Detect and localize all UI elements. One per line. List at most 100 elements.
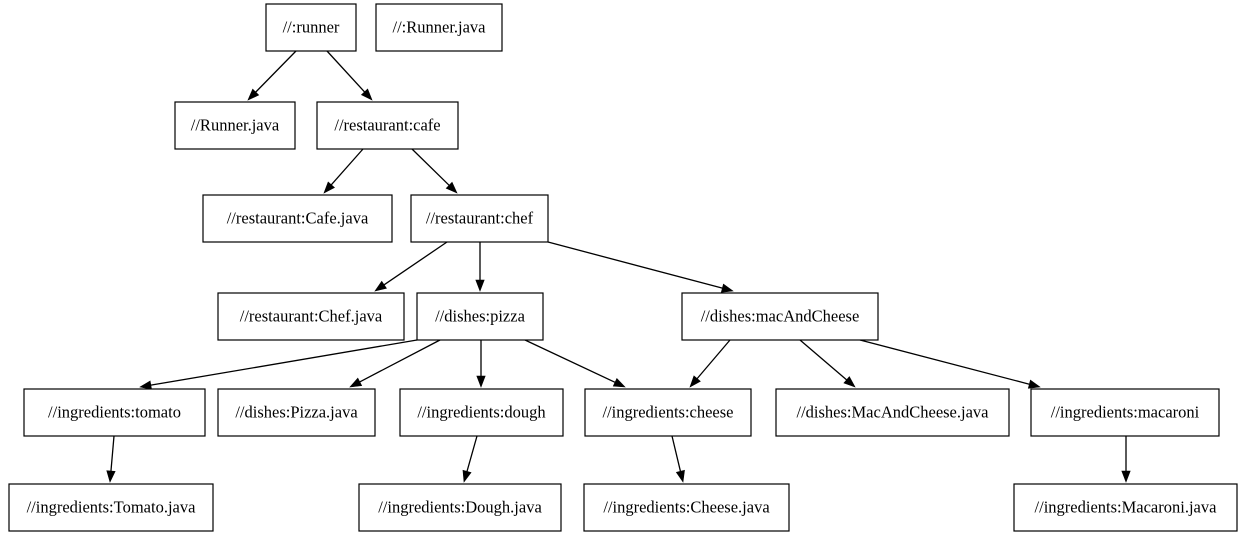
graph-edge	[323, 148, 364, 194]
graph-node-runner[interactable]: //:runner	[265, 3, 357, 52]
edge-line	[696, 339, 731, 380]
node-label: //ingredients:Cheese.java	[603, 497, 770, 516]
node-box[interactable]	[265, 3, 357, 52]
node-box[interactable]	[316, 101, 459, 150]
node-box[interactable]	[775, 388, 1010, 437]
graph-node-dishes_pizza_java[interactable]: //dishes:Pizza.java	[217, 388, 376, 437]
edge-line	[110, 435, 115, 472]
graph-node-ingredients_cheese[interactable]: //ingredients:cheese	[584, 388, 752, 437]
node-label: //dishes:MacAndCheese.java	[797, 402, 990, 421]
node-box[interactable]	[8, 483, 214, 532]
node-box[interactable]	[583, 483, 790, 532]
node-box[interactable]	[1013, 483, 1238, 532]
graph-node-restaurant_cafe[interactable]: //restaurant:cafe	[316, 101, 459, 150]
node-label: //:runner	[283, 17, 340, 36]
graph-edge	[689, 339, 731, 388]
node-label: //dishes:Pizza.java	[235, 402, 358, 421]
graph-nodes: //:runner //:Runner.java //Runner.java //re…	[8, 3, 1238, 532]
graph-edge	[475, 242, 485, 292]
graph-node-ingredients_dough_java[interactable]: //ingredients:Dough.java	[358, 483, 562, 532]
node-label: //restaurant:Chef.java	[240, 306, 383, 325]
node-box[interactable]	[23, 388, 206, 437]
edge-arrowhead	[106, 470, 116, 483]
node-label: //:Runner.java	[392, 17, 486, 36]
graph-edge	[671, 435, 685, 483]
graph-node-dishes_macandcheese[interactable]: //dishes:macAndCheese	[681, 292, 879, 341]
edge-line	[799, 339, 848, 381]
edge-line	[671, 435, 682, 472]
edge-line	[383, 241, 448, 286]
edge-line	[859, 339, 1030, 385]
graph-node-ingredients_tomato[interactable]: //ingredients:tomato	[23, 388, 206, 437]
graph-edge	[524, 339, 626, 388]
node-label: //ingredients:macaroni	[1051, 402, 1200, 421]
edge-line	[255, 50, 297, 93]
node-box[interactable]	[584, 388, 752, 437]
graph-edge	[326, 50, 373, 101]
node-box[interactable]	[399, 388, 564, 437]
graph-node-ingredients_macaroni[interactable]: //ingredients:macaroni	[1030, 388, 1220, 437]
edge-arrowhead	[612, 377, 626, 388]
node-box[interactable]	[217, 292, 405, 341]
edge-line	[466, 435, 478, 472]
graph-edges	[106, 50, 1131, 483]
graph-node-restaurant_cafe_java[interactable]: //restaurant:Cafe.java	[202, 194, 393, 243]
graph-node-ingredients_tomato_java[interactable]: //ingredients:Tomato.java	[8, 483, 214, 532]
node-box[interactable]	[358, 483, 562, 532]
node-label: //ingredients:Tomato.java	[27, 497, 197, 516]
edge-arrowhead	[475, 279, 485, 292]
graph-node-ingredients_macaroni_java[interactable]: //ingredients:Macaroni.java	[1013, 483, 1238, 532]
graph-edge	[476, 340, 486, 388]
edge-line	[411, 148, 450, 186]
edge-arrowhead	[349, 377, 363, 388]
node-label: //restaurant:Cafe.java	[227, 208, 369, 227]
graph-edge	[859, 339, 1041, 389]
node-box[interactable]	[217, 388, 376, 437]
graph-node-ingredients_cheese_java[interactable]: //ingredients:Cheese.java	[583, 483, 790, 532]
graph-node-dishes_pizza[interactable]: //dishes:pizza	[416, 292, 544, 341]
edge-arrowhead	[1027, 379, 1041, 389]
graph-edge	[139, 339, 418, 390]
graph-edge	[374, 241, 448, 292]
graph-edge	[349, 339, 441, 388]
edge-arrowhead	[476, 375, 486, 388]
node-label: //ingredients:tomato	[48, 402, 181, 421]
edge-arrowhead	[675, 469, 685, 483]
node-box[interactable]	[1030, 388, 1220, 437]
graph-node-runner_java[interactable]: //Runner.java	[174, 101, 296, 150]
node-box[interactable]	[416, 292, 544, 341]
edge-arrowhead	[462, 469, 472, 483]
graph-edge	[799, 339, 856, 388]
edge-arrowhead	[360, 88, 373, 101]
node-label: //ingredients:dough	[417, 402, 546, 421]
edge-arrowhead	[720, 283, 734, 293]
edge-arrowhead	[374, 280, 387, 292]
node-label: //ingredients:cheese	[602, 402, 733, 421]
graph-edge	[462, 435, 478, 483]
graph-edge	[106, 435, 116, 483]
edge-line	[524, 339, 616, 383]
edge-arrowhead	[843, 376, 856, 388]
node-box[interactable]	[681, 292, 879, 341]
edge-line	[326, 50, 366, 93]
node-box[interactable]	[410, 194, 549, 243]
graph-node-dishes_macandcheese_java[interactable]: //dishes:MacAndCheese.java	[775, 388, 1010, 437]
graph-node-runner_java_root[interactable]: //:Runner.java	[375, 3, 503, 52]
edge-arrowhead	[323, 181, 335, 194]
edge-line	[330, 148, 364, 186]
node-label: //Runner.java	[191, 115, 280, 134]
node-box[interactable]	[375, 3, 503, 52]
edge-line	[547, 241, 723, 289]
graph-edge	[247, 50, 297, 101]
graph-node-restaurant_chef[interactable]: //restaurant:chef	[410, 194, 549, 243]
edge-line	[359, 339, 441, 383]
node-box[interactable]	[174, 101, 296, 150]
graph-node-ingredients_dough[interactable]: //ingredients:dough	[399, 388, 564, 437]
graph-edge	[547, 241, 734, 293]
node-box[interactable]	[202, 194, 393, 243]
edge-arrowhead	[1121, 470, 1131, 483]
graph-node-restaurant_chef_java[interactable]: //restaurant:Chef.java	[217, 292, 405, 341]
graph-edge	[411, 148, 458, 194]
